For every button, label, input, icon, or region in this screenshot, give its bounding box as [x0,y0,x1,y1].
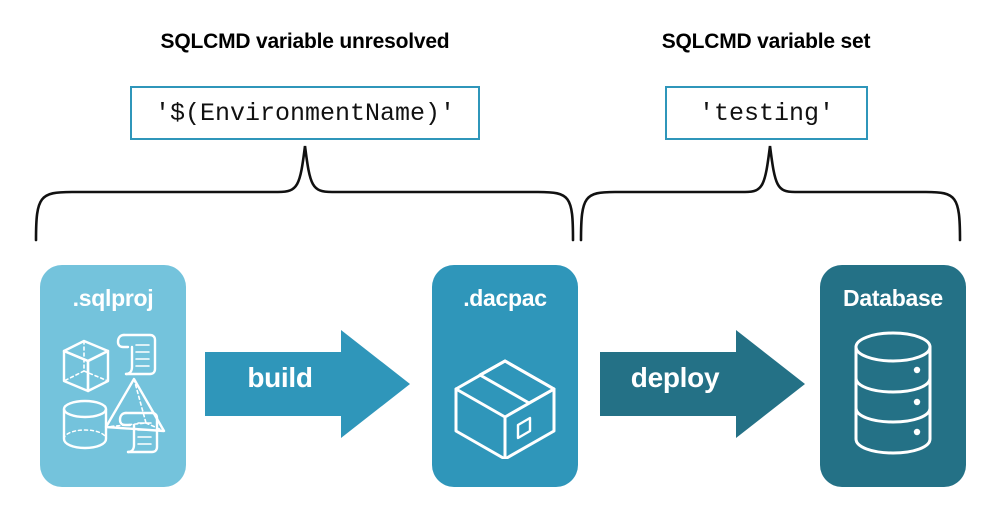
arrow-deploy-shape [600,330,805,438]
stage-label-database: Database [843,285,943,311]
heading-sqlcmd-variable-set: SQLCMD variable set [661,30,871,53]
scroll-icon [118,411,159,454]
cylinder-icon [62,399,108,450]
package-box-icon [432,327,578,459]
scroll-icon [116,333,157,376]
arrow-build: build [205,330,410,438]
arrow-build-label: build [247,362,313,393]
database-cylinder-icon [820,327,966,459]
stage-label-dacpac: .dacpac [463,285,547,311]
wireframe-cube-icon [62,339,110,393]
arrow-build-shape [205,330,410,438]
heading-sqlcmd-variable-unresolved: SQLCMD variable unresolved [160,30,450,53]
sqlproj-contents-icon [40,327,186,457]
stage-label-sqlproj: .sqlproj [72,285,154,311]
stage-box-sqlproj: .sqlproj [40,265,186,487]
brace-deploy-scope [579,145,962,242]
stage-box-database: Database [820,265,966,487]
pyramid-icon [104,377,166,433]
arrow-deploy-label: deploy [630,362,720,393]
value-box-environment-name: '$(EnvironmentName)' [130,86,480,140]
stage-box-dacpac: .dacpac [432,265,578,487]
arrow-deploy: deploy [600,330,805,438]
value-box-testing: 'testing' [665,86,868,140]
brace-build-scope [34,145,575,242]
